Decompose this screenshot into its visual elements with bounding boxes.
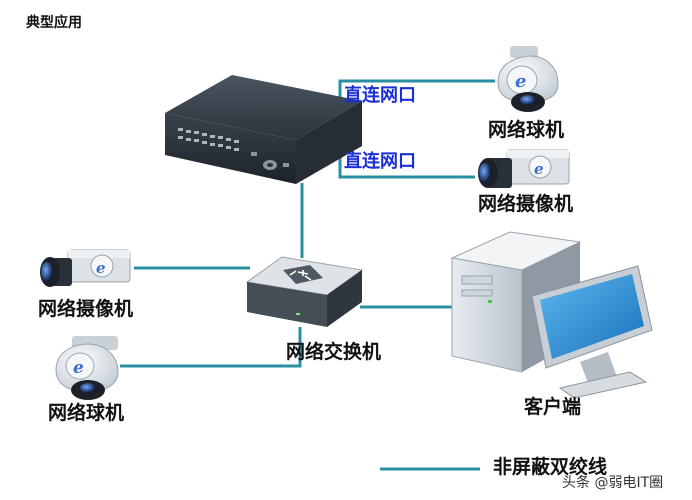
legend-label-utp: 非屏蔽双绞线: [493, 456, 608, 478]
watermark: 头条 @弱电IT圈: [562, 475, 664, 491]
svg-text:e: e: [73, 358, 84, 378]
svg-text:e: e: [96, 259, 106, 277]
svg-text:e: e: [515, 71, 526, 92]
client-computer: [450, 231, 653, 399]
dvr-device: [165, 75, 362, 184]
label-speed-dome-left: 网络球机: [48, 402, 125, 424]
box-camera-top: e: [478, 149, 570, 188]
label-box-camera-top: 网络摄像机: [478, 193, 574, 215]
box-camera-left: e: [40, 249, 131, 287]
page-title: 典型应用: [26, 15, 82, 31]
speed-dome-camera-left: e: [55, 336, 119, 400]
speed-dome-camera-top: e: [497, 46, 559, 112]
cable-switch-to-left-dome: [120, 327, 302, 368]
label-direct-port-bottom: 直连网口: [344, 151, 416, 172]
network-switch: [245, 256, 364, 327]
svg-text:e: e: [534, 160, 544, 178]
label-network-switch: 网络交换机: [286, 341, 382, 363]
label-client: 客户端: [524, 396, 582, 418]
label-speed-dome-top: 网络球机: [488, 119, 565, 141]
label-direct-port-top: 直连网口: [344, 85, 416, 106]
label-box-camera-left: 网络摄像机: [38, 298, 134, 320]
